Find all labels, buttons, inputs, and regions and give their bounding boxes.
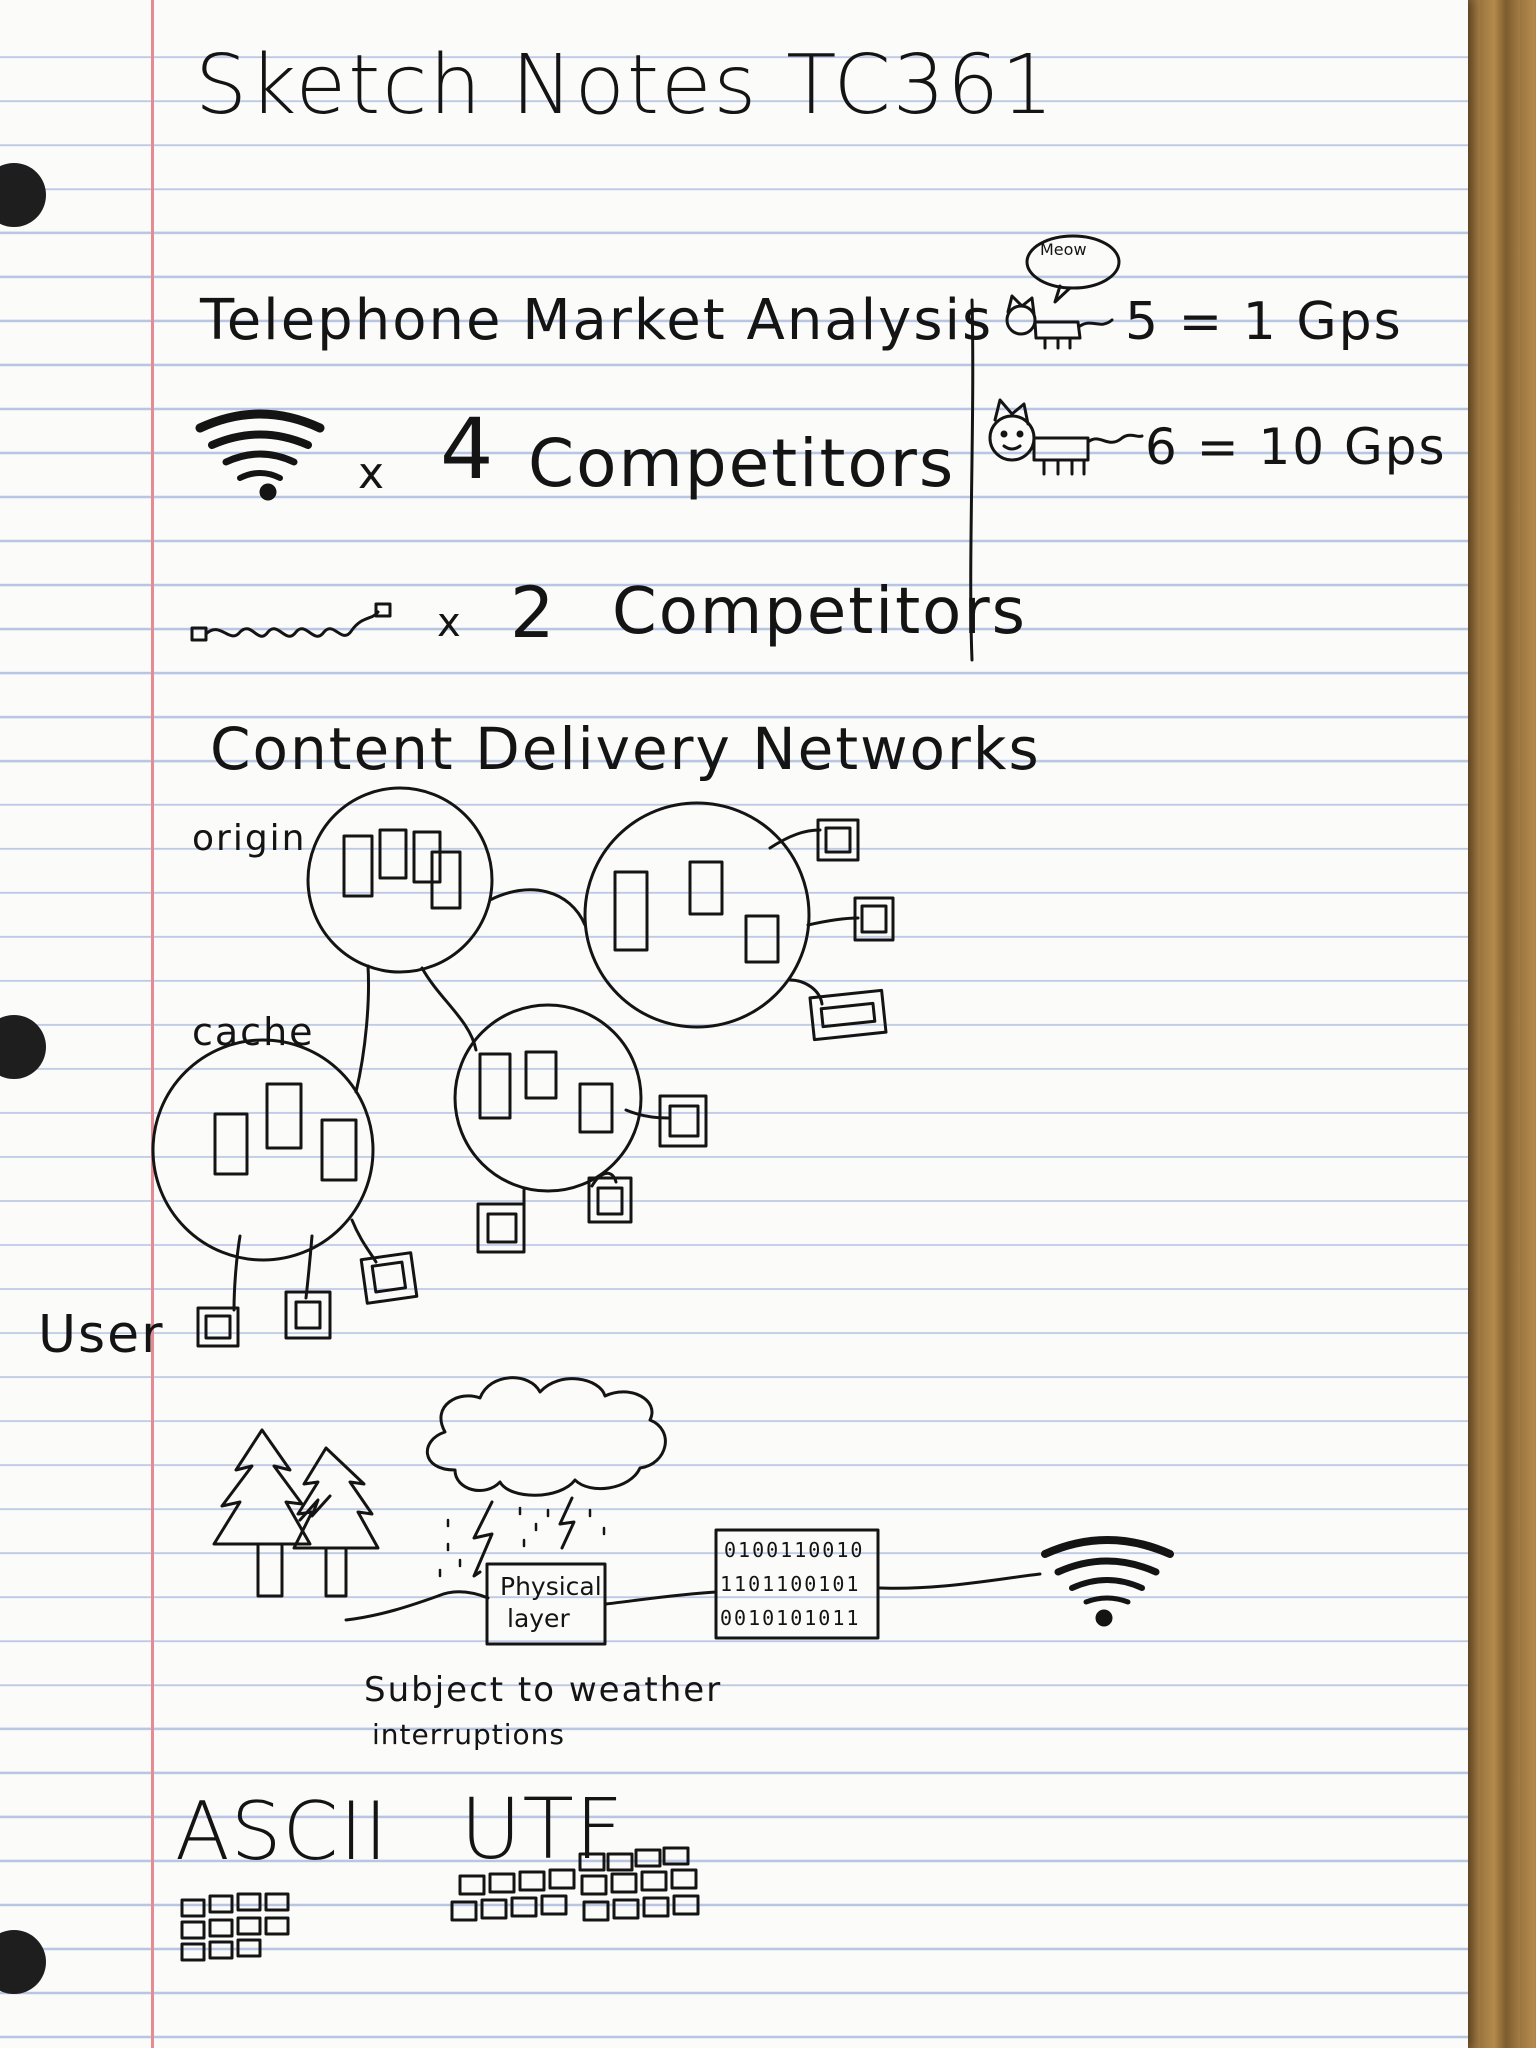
notebook-page: Sketch Notes TC361 Telephone Market Anal… <box>0 0 1468 2048</box>
user-box-screen <box>486 1212 518 1244</box>
speech-bubble <box>1025 234 1121 304</box>
physical-box-line2: layer <box>507 1604 570 1633</box>
cdn-heading: Content Delivery Networks <box>210 715 1041 783</box>
pine-tree-icon <box>292 1446 380 1598</box>
link-user-8 <box>304 1234 314 1300</box>
lightning-bolt-icon <box>472 1500 494 1578</box>
weather-caption-line1: Subject to weather <box>364 1670 723 1710</box>
binary-row-2: 1101100101 <box>720 1572 861 1596</box>
wireless-competitors: Competitors <box>528 425 956 502</box>
wireless-multiplier: x <box>358 448 387 499</box>
utf-byte-blocks <box>450 1846 700 1922</box>
wireless-count: 4 <box>440 400 496 498</box>
user-label: User <box>38 1305 165 1365</box>
user-box-screen <box>204 1314 232 1340</box>
cat5-icon <box>1005 294 1114 350</box>
physical-box-line1: Physical <box>500 1572 602 1601</box>
storm-cloud <box>426 1376 667 1578</box>
cable-line-binary-to-wifi <box>878 1572 1042 1590</box>
wifi-icon <box>1041 1536 1174 1627</box>
cable-multiplier: x <box>437 600 463 646</box>
cat6-icon <box>988 398 1144 476</box>
ascii-label: ASCII <box>175 1785 389 1878</box>
lightning-bolt-icon <box>558 1496 576 1550</box>
user-box-screen <box>824 826 852 854</box>
link-user-2 <box>806 916 860 927</box>
user-box-screen <box>294 1300 322 1330</box>
link-user-3 <box>788 978 824 1006</box>
telephone-heading: Telephone Market Analysis <box>200 288 994 353</box>
cable-count: 2 <box>510 572 557 654</box>
link-origin-east <box>488 888 587 927</box>
lightning-strike-icon <box>298 1494 332 1522</box>
link-user-7 <box>232 1234 242 1312</box>
link-user-1 <box>768 828 822 850</box>
origin-label: origin <box>192 818 307 859</box>
user-box <box>816 818 860 862</box>
link-origin-cache <box>354 964 370 1094</box>
cat-speech-text: Meow <box>1040 240 1087 259</box>
user-box-screen <box>819 1001 877 1029</box>
cat6-speed: 6 = 10 Gps <box>1145 418 1447 476</box>
binary-row-3: 0010101011 <box>720 1606 861 1630</box>
pine-tree-icon <box>212 1428 312 1598</box>
utf-label: UTF <box>460 1780 625 1878</box>
user-box-screen <box>596 1186 624 1216</box>
ascii-byte-blocks <box>180 1892 290 1962</box>
cache-label: cache <box>192 1010 315 1054</box>
physical-layer-box <box>485 1562 607 1646</box>
wifi-icon <box>195 409 325 501</box>
user-box <box>196 1306 240 1348</box>
cable-icon <box>190 602 392 642</box>
cable-line-physical-to-binary <box>604 1590 718 1606</box>
link-user-4 <box>624 1108 670 1120</box>
cat5-speed: 5 = 1 Gps <box>1125 292 1403 352</box>
weather-caption-line2: interruptions <box>372 1718 566 1751</box>
cdn-origin-node <box>306 786 494 974</box>
user-box <box>808 988 888 1042</box>
user-box <box>284 1290 332 1340</box>
user-box <box>587 1176 633 1224</box>
cdn-east-node <box>583 801 811 1029</box>
margin-line <box>151 0 154 2048</box>
user-box-screen <box>860 904 888 934</box>
link-user-5 <box>590 1171 618 1188</box>
cable-competitors: Competitors <box>612 575 1027 649</box>
page-title: Sketch Notes TC361 <box>195 38 1056 133</box>
user-box <box>359 1251 419 1305</box>
user-box-screen <box>370 1260 408 1294</box>
binary-row-1: 0100110010 <box>724 1538 865 1562</box>
user-box <box>658 1094 708 1148</box>
link-origin-middle <box>420 966 478 1052</box>
binary-data-box <box>714 1528 880 1640</box>
user-box <box>853 896 895 942</box>
cable-line-tree-to-physical <box>344 1590 490 1622</box>
user-box-screen <box>668 1104 700 1138</box>
link-user-9 <box>350 1218 378 1264</box>
cdn-cache-node <box>151 1038 375 1262</box>
section-divider-line <box>969 298 975 662</box>
cdn-middle-node <box>453 1003 643 1193</box>
user-box <box>476 1202 526 1254</box>
